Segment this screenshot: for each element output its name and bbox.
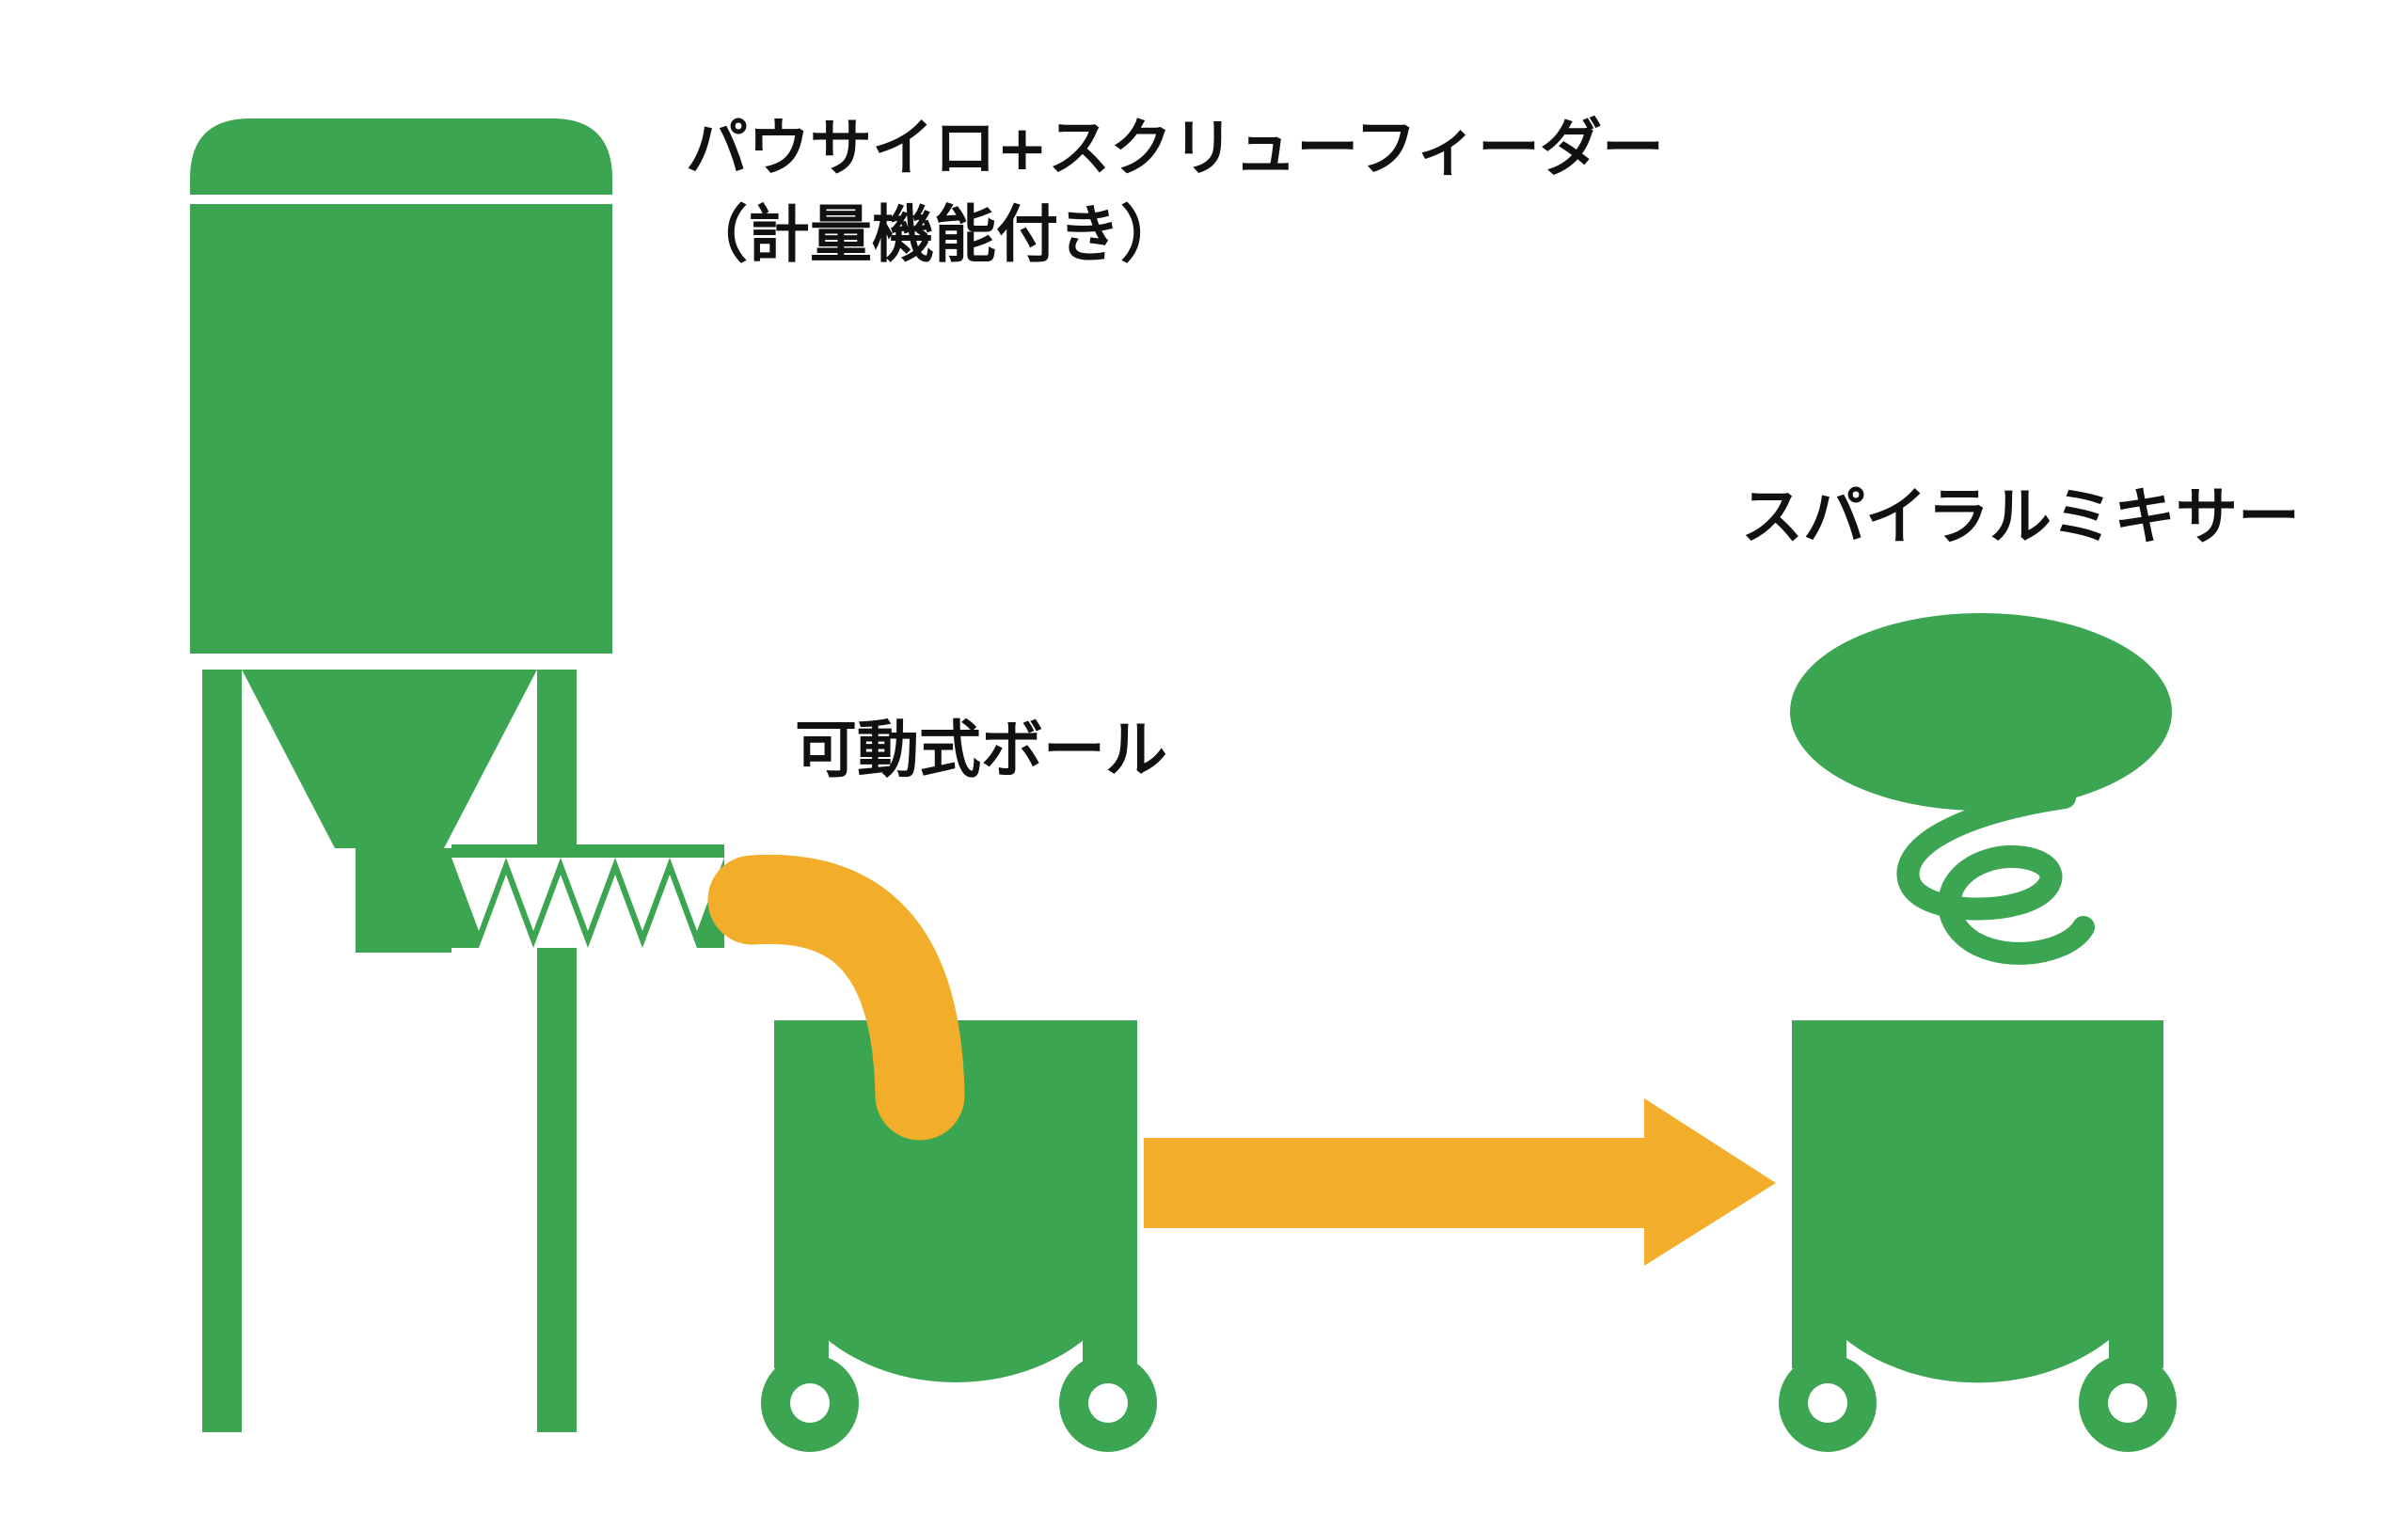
screw-thread-cutouts [452,858,724,948]
silo-left-leg [202,670,242,1432]
transfer-arrow-shaft [1144,1138,1646,1228]
movable-bowl-right-wheel-hub [1088,1383,1128,1423]
silo-right-leg [537,670,577,1432]
pour-flow-arrow [707,854,965,1141]
label-silo-line1: パウサイロ+スクリューフィーダー [686,112,1664,184]
mixer-head-shape [1790,613,2172,811]
mixer-right-wheel-hub [2108,1383,2147,1423]
mixer-bowl-right-foot [2109,1237,2163,1368]
movable-bowl-right-foot [1083,1237,1137,1368]
silo-outlet-shape [356,848,452,953]
mixer-spiral-whisk [1896,786,2095,965]
silo-body-shape [190,204,612,654]
screw-feeder [452,844,724,948]
label-spiral-mixer: スパイラルミキサー [1741,481,2300,553]
transfer-arrow [1144,1098,1776,1266]
movable-bowl-left-wheel-hub [790,1383,830,1423]
movable-bowl [761,1020,1157,1452]
transfer-arrow-head [1644,1098,1776,1266]
movable-bowl-shape [774,1020,1137,1382]
mixer-bowl-shape [1792,1020,2163,1383]
silo-cap-shape [190,118,612,195]
movable-bowl-left-foot [774,1237,829,1368]
spiral-mixer [1779,613,2177,1452]
label-silo-line2: （計量機能付き） [686,198,1182,271]
mixer-bowl-left-foot [1792,1237,1846,1368]
mixer-left-wheel-hub [1808,1383,1847,1423]
label-movable-bowl: 可動式ボール [795,714,1167,786]
silo-hopper-shape [242,670,537,848]
powder-silo [190,118,612,1432]
